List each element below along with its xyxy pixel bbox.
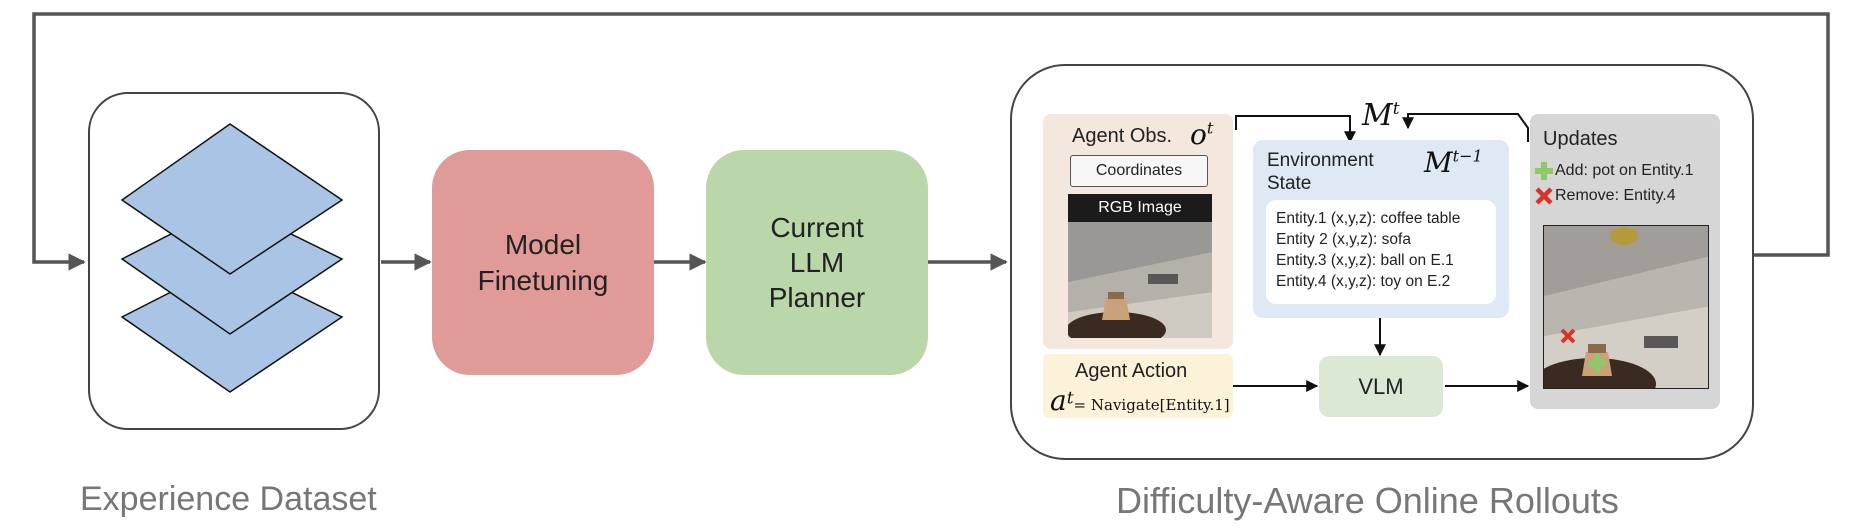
action-value: = Navigate[Entity.1] — [1073, 396, 1230, 414]
updated-scene-render — [1544, 226, 1708, 388]
entity-item-1: Entity.1 (x,y,z): coffee table — [1276, 210, 1461, 227]
rgb-image-frame: RGB Image — [1068, 194, 1212, 338]
experience-dataset-label: Experience Dataset — [80, 480, 377, 518]
memory-symbol-letter: M — [1362, 98, 1393, 133]
planner-line2: LLM — [789, 247, 845, 278]
agent-obs-symbol: ot — [1190, 118, 1213, 151]
cross-icon — [1535, 187, 1553, 205]
dataset-layers-icon — [120, 123, 344, 393]
arrow-updates-to-memory — [1402, 113, 1529, 142]
agent-action-expression: at= Navigate[Entity.1] — [1050, 384, 1230, 417]
model-finetuning-box: Model Finetuning — [432, 150, 654, 375]
action-symbol-letter: a — [1050, 384, 1067, 417]
coordinates-box: Coordinates — [1070, 155, 1208, 187]
model-finetuning-line1: Model — [504, 228, 582, 260]
entity-item-3: Entity.3 (x,y,z): ball on E.1 — [1276, 252, 1454, 269]
planner-line3: Planner — [768, 282, 866, 313]
env-symbol: Mt−1 — [1424, 146, 1483, 179]
agent-action-panel — [1043, 354, 1233, 418]
update-remove-row: Remove: Entity.4 — [1535, 187, 1676, 205]
env-symbol-letter: M — [1424, 146, 1453, 179]
rollouts-title: Difficulty-Aware Online Rollouts — [1116, 480, 1619, 521]
update-add-text: Add: pot on Entity.1 — [1555, 162, 1694, 179]
updates-title: Updates — [1543, 128, 1618, 150]
env-symbol-sup: t−1 — [1452, 146, 1483, 166]
memory-symbol-sup: t — [1392, 99, 1400, 119]
rgb-image-label: RGB Image — [1068, 194, 1212, 222]
llm-planner-box: Current LLM Planner — [706, 150, 928, 375]
agent-action-title: Agent Action — [1075, 360, 1188, 382]
arrow-obs-to-memory — [1235, 115, 1356, 144]
memory-symbol: Mt — [1362, 98, 1400, 133]
feedback-loop-arrow — [32, 12, 1830, 271]
planner-line1: Current — [770, 212, 864, 243]
update-add-row: Add: pot on Entity.1 — [1535, 162, 1693, 180]
entity-list-box: Entity.1 (x,y,z): coffee table Entity 2 … — [1266, 200, 1496, 304]
rollouts-container — [1010, 64, 1754, 460]
env-title-line1: Environment — [1267, 150, 1374, 171]
entity-item-4: Entity.4 (x,y,z): toy on E.2 — [1276, 273, 1451, 290]
updated-scene-image — [1543, 225, 1709, 389]
update-remove-text: Remove: Entity.4 — [1555, 187, 1676, 204]
vlm-label: VLM — [1358, 373, 1404, 399]
coordinates-label: Coordinates — [1095, 162, 1183, 179]
model-finetuning-line2: Finetuning — [477, 264, 609, 296]
dataset-layer-top — [120, 123, 344, 275]
entity-item-2: Entity 2 (x,y,z): sofa — [1276, 231, 1411, 248]
env-title-line2: State — [1267, 173, 1312, 194]
rgb-image-scene — [1068, 222, 1212, 338]
vlm-box: VLM — [1319, 356, 1443, 417]
plus-icon — [1535, 162, 1553, 180]
obs-symbol-letter: o — [1190, 118, 1207, 151]
action-symbol-sup: t — [1066, 388, 1074, 409]
agent-obs-title: Agent Obs. — [1072, 125, 1173, 147]
obs-symbol-sup: t — [1206, 118, 1214, 138]
